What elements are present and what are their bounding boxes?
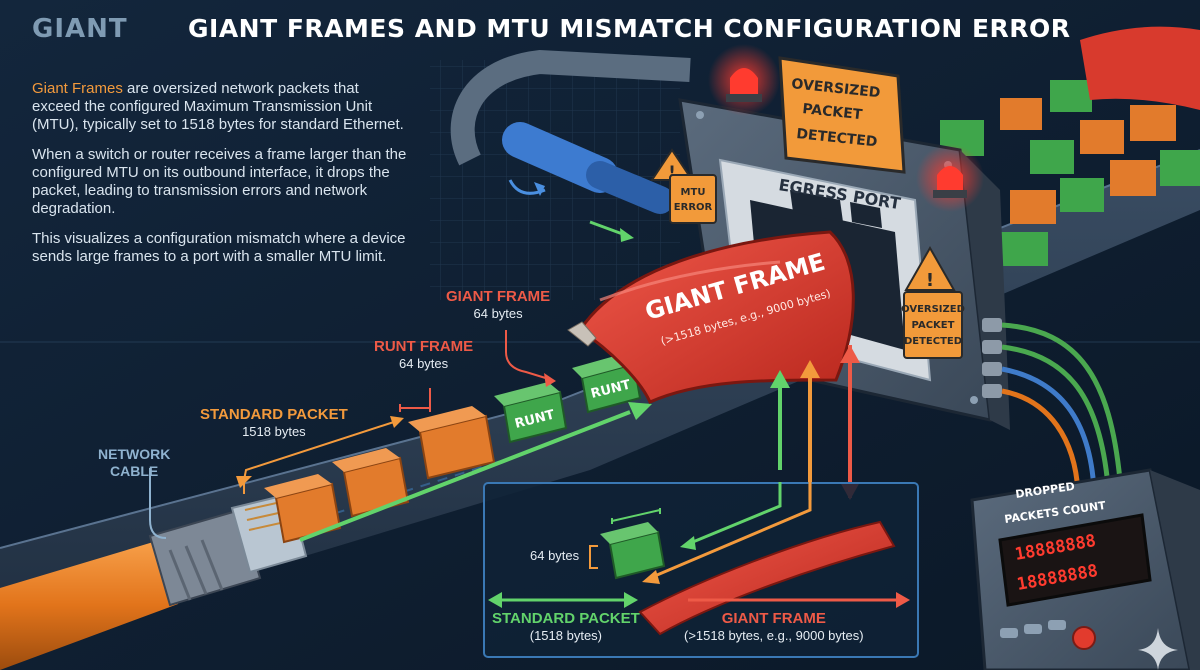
page-title: GIANT FRAMES AND MTU MISMATCH CONFIGURAT… <box>188 14 1071 43</box>
svg-text:PACKET: PACKET <box>912 320 955 331</box>
inset-panel <box>483 482 919 658</box>
warning-icon <box>904 245 956 291</box>
packet-pile <box>940 26 1200 266</box>
oversized-sign: OVERSIZED PACKET DETECTED <box>778 56 906 174</box>
svg-text:OVERSIZED: OVERSIZED <box>901 304 965 315</box>
alarm-light-icon <box>708 44 780 116</box>
svg-text:DETECTED: DETECTED <box>904 336 962 347</box>
runt-frame-label: RUNT FRAME 64 bytes <box>374 338 474 371</box>
svg-text:ERROR: ERROR <box>674 202 713 213</box>
svg-text:!: ! <box>926 270 934 291</box>
svg-text:MTU: MTU <box>681 187 706 198</box>
svg-text:!: ! <box>668 162 675 181</box>
sparkle-icon <box>1138 628 1178 670</box>
side-warning: ! OVERSIZED PACKET DETECTED <box>901 245 965 359</box>
intro-lead-rest: are oversized network packets that excee… <box>32 80 404 133</box>
inset-small-size-label: 64 bytes <box>530 548 580 563</box>
intro-text: Giant Frames are oversized network packe… <box>32 80 410 278</box>
giant-frame-bag: GIANT FRAME (>1518 bytes, e.g., 9000 byt… <box>567 230 855 404</box>
inset-giant-label: GIANT FRAME (>1518 bytes, e.g., 9000 byt… <box>684 610 864 643</box>
svg-text:PACKET: PACKET <box>802 101 864 123</box>
dropped-packets-counter: DROPPED PACKETS COUNT 18888888 18888888 <box>970 468 1200 670</box>
mtu-error-warning: ! MTU ERROR <box>650 148 717 224</box>
inset-standard-label: STANDARD PACKET (1518 bytes) <box>492 610 640 643</box>
intro-paragraph-2: When a switch or router receives a frame… <box>32 146 407 217</box>
counter-cables <box>982 318 1123 493</box>
upstream-cable-connector <box>502 122 618 193</box>
runt-packets: RUNT RUNT <box>494 354 642 444</box>
header-tag: GIANT <box>32 14 128 44</box>
standard-packets <box>264 406 496 544</box>
standard-packet-label: STANDARD PACKET 1518 bytes <box>200 406 348 439</box>
alarm-light-icon <box>916 144 984 212</box>
upstream-hose <box>450 49 691 166</box>
giant-frame-top-label: GIANT FRAME 64 bytes <box>446 288 551 321</box>
network-cable-label: NETWORK CABLE <box>98 446 171 479</box>
intro-paragraph-3: This visualizes a configuration mismatch… <box>32 230 406 265</box>
intro-lead-term: Giant Frames <box>32 80 123 97</box>
intro-paragraph-1: Giant Frames are oversized network packe… <box>32 80 410 134</box>
